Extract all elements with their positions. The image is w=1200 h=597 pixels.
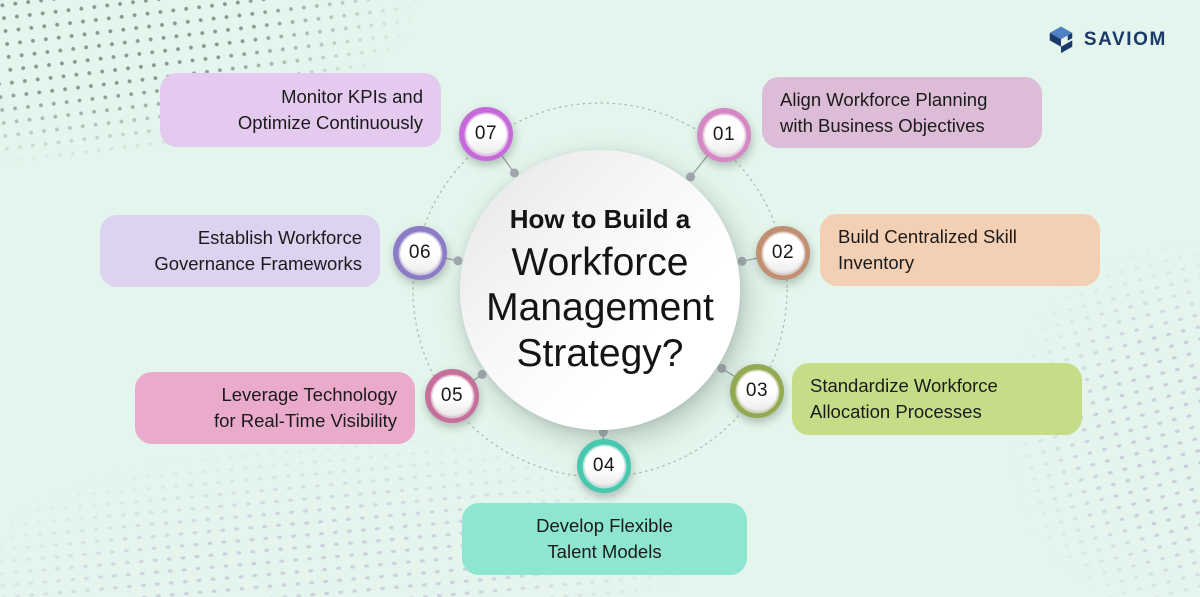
step-03-badge: 03 bbox=[730, 364, 784, 418]
step-06-label: Establish Workforce Governance Framework… bbox=[154, 227, 362, 274]
step-01-label: Align Workforce Planning with Business O… bbox=[780, 88, 988, 136]
step-06-label-card: Establish Workforce Governance Framework… bbox=[100, 215, 380, 287]
hub-title-prefix: How to Build a bbox=[509, 203, 691, 234]
step-05-number: 05 bbox=[431, 375, 473, 417]
step-06-badge: 06 bbox=[393, 226, 447, 280]
step-03-number: 03 bbox=[736, 370, 778, 412]
step-07-label-card: Monitor KPIs and Optimize Continuously bbox=[160, 73, 441, 147]
step-04-badge: 04 bbox=[577, 439, 631, 493]
step-03-label: Standardize Workforce Allocation Process… bbox=[810, 375, 998, 422]
saviom-logo-icon bbox=[1049, 26, 1073, 54]
step-04-label: Develop Flexible Talent Models bbox=[536, 515, 673, 562]
step-04-number: 04 bbox=[583, 445, 625, 487]
step-02-number: 02 bbox=[762, 232, 804, 274]
step-02-label: Build Centralized Skill Inventory bbox=[838, 226, 1017, 273]
hub-title-main: Workforce Management Strategy? bbox=[486, 240, 714, 375]
step-01-badge: 01 bbox=[697, 108, 751, 162]
central-circle: How to Build a Workforce Management Stra… bbox=[460, 150, 740, 430]
step-01-label-card: Align Workforce Planning with Business O… bbox=[762, 77, 1042, 148]
step-07-label: Monitor KPIs and Optimize Continuously bbox=[237, 86, 423, 133]
step-04-label-card: Develop Flexible Talent Models bbox=[462, 503, 747, 575]
step-05-label: Leverage Technology for Real-Time Visibi… bbox=[214, 384, 397, 431]
step-03-label-card: Standardize Workforce Allocation Process… bbox=[792, 363, 1082, 435]
step-02-badge: 02 bbox=[756, 226, 810, 280]
step-07-number: 07 bbox=[465, 113, 507, 155]
step-05-badge: 05 bbox=[425, 369, 479, 423]
brand-logo: SAVIOM bbox=[1046, 24, 1167, 56]
brand-name: SAVIOM bbox=[1083, 29, 1167, 50]
step-06-number: 06 bbox=[399, 232, 441, 274]
step-05-label-card: Leverage Technology for Real-Time Visibi… bbox=[135, 372, 415, 444]
step-01-number: 01 bbox=[703, 114, 745, 156]
step-02-label-card: Build Centralized Skill Inventory bbox=[820, 214, 1100, 286]
step-07-badge: 07 bbox=[459, 107, 513, 161]
